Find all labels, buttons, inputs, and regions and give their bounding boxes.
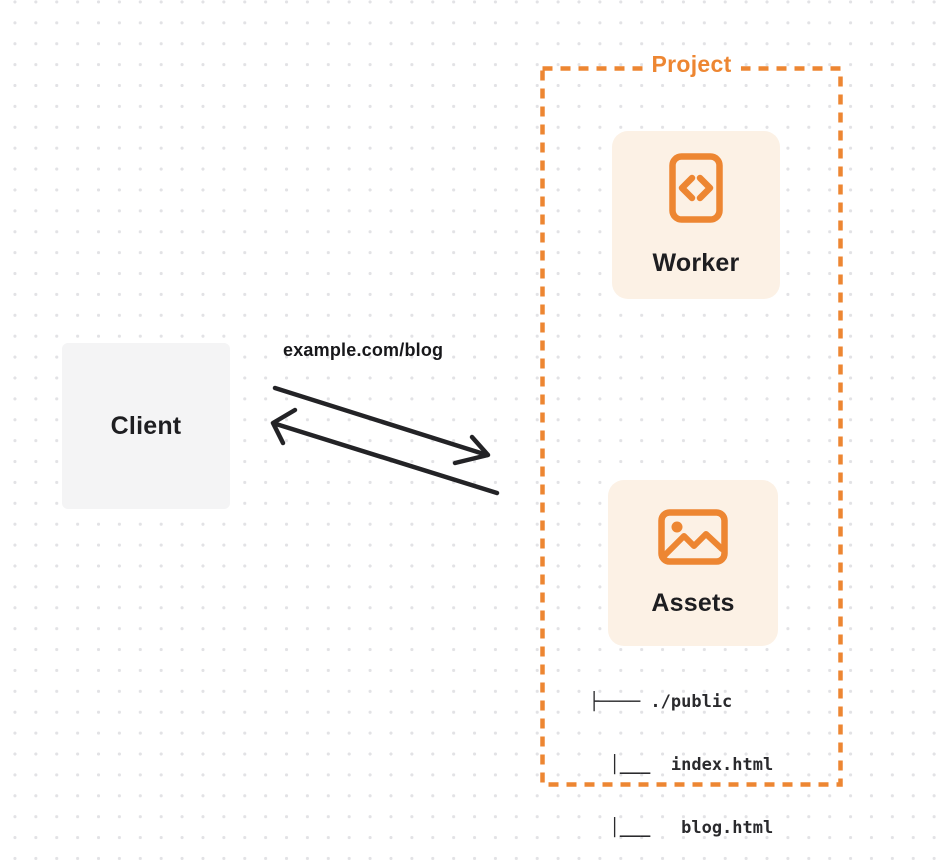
response-arrow (270, 407, 500, 496)
assets-node: Assets (608, 480, 778, 646)
project-label: Project (642, 51, 741, 78)
request-url-label: example.com/blog (283, 340, 444, 360)
client-label: Client (110, 411, 182, 440)
assets-file-tree: ├──── ./public │___ index.html │___ blog… (589, 650, 773, 860)
file-tree-line: ├──── ./public (589, 692, 733, 712)
project-boundary: Project Worker Assets (540, 51, 843, 838)
worker-label: Worker (652, 248, 740, 277)
assets-label: Assets (651, 588, 735, 617)
client-node: Client (62, 343, 230, 509)
request-arrow (272, 385, 491, 466)
file-tree-line: │___ blog.html (589, 818, 774, 838)
image-icon (658, 508, 728, 565)
code-file-icon (669, 152, 723, 223)
file-tree-line: │___ index.html (589, 755, 774, 775)
worker-node: Worker (612, 131, 780, 299)
